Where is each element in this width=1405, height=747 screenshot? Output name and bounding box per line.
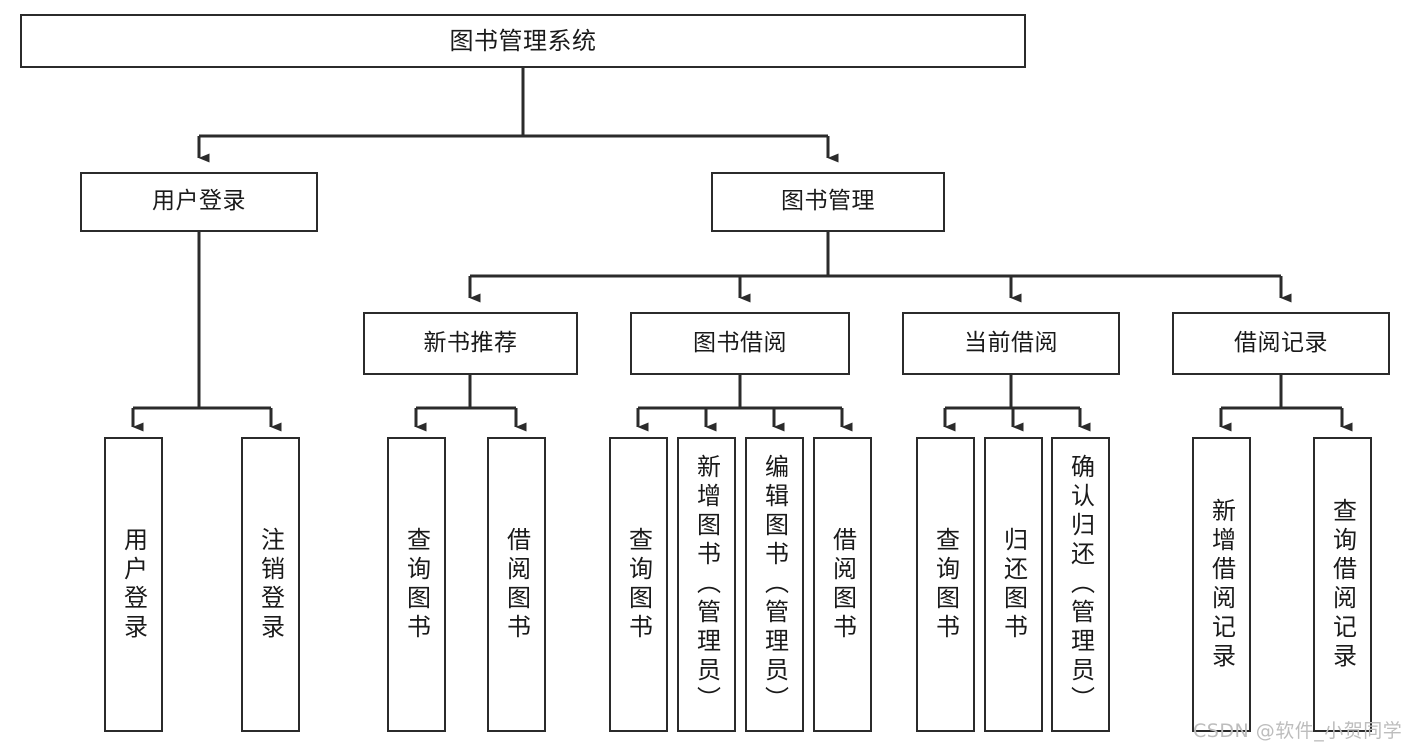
node-borrow-record[interactable]: 借阅记录 (1172, 312, 1390, 375)
node-leaf-edit-book[interactable]: 编辑图书（管理员） (745, 437, 804, 732)
node-leaf-user-login[interactable]: 用户登录 (104, 437, 163, 732)
node-leaf-borrow-book-new[interactable]: 借阅图书 (487, 437, 546, 732)
node-leaf-return-book[interactable]: 归还图书 (984, 437, 1043, 732)
node-label: 新增借阅记录 (1207, 497, 1236, 672)
node-label: 当前借阅 (964, 329, 1058, 356)
csdn-watermark: CSDN @软件_小贺同学 (1193, 720, 1403, 742)
node-leaf-query-book-current[interactable]: 查询图书 (916, 437, 975, 732)
node-label: 用户登录 (119, 526, 148, 643)
node-label: 新书推荐 (423, 329, 518, 356)
node-label: 借阅图书 (828, 526, 857, 643)
node-label: 归还图书 (999, 526, 1028, 643)
node-label: 借阅记录 (1234, 329, 1328, 356)
node-leaf-borrow-book[interactable]: 借阅图书 (813, 437, 872, 732)
node-label: 图书借阅 (693, 329, 787, 356)
node-leaf-add-book[interactable]: 新增图书（管理员） (677, 437, 736, 732)
node-label: 注销登录 (256, 526, 285, 643)
node-leaf-user-logout[interactable]: 注销登录 (241, 437, 300, 732)
node-user-login[interactable]: 用户登录 (80, 172, 318, 232)
node-label: 编辑图书（管理员） (760, 454, 789, 715)
node-label: 查询图书 (402, 526, 431, 643)
node-label: 用户登录 (152, 188, 246, 215)
node-book-management-system[interactable]: 图书管理系统 (20, 14, 1026, 68)
node-book-management[interactable]: 图书管理 (711, 172, 945, 232)
node-leaf-add-record[interactable]: 新增借阅记录 (1192, 437, 1251, 732)
node-label: 确认归还（管理员） (1066, 454, 1095, 715)
node-label: 借阅图书 (502, 526, 531, 643)
node-leaf-query-record[interactable]: 查询借阅记录 (1313, 437, 1372, 732)
node-leaf-confirm-return[interactable]: 确认归还（管理员） (1051, 437, 1110, 732)
node-label: 新增图书（管理员） (692, 454, 721, 715)
node-label: 查询图书 (931, 526, 960, 643)
node-label: 图书管理系统 (449, 26, 597, 55)
node-new-book-recommend[interactable]: 新书推荐 (363, 312, 578, 375)
node-leaf-query-book-new[interactable]: 查询图书 (387, 437, 446, 732)
node-current-borrow[interactable]: 当前借阅 (902, 312, 1120, 375)
node-label: 图书管理 (781, 188, 875, 215)
node-label: 查询图书 (624, 526, 653, 643)
node-book-borrow[interactable]: 图书借阅 (630, 312, 850, 375)
node-label: 查询借阅记录 (1328, 497, 1357, 672)
node-leaf-query-book-borrow[interactable]: 查询图书 (609, 437, 668, 732)
